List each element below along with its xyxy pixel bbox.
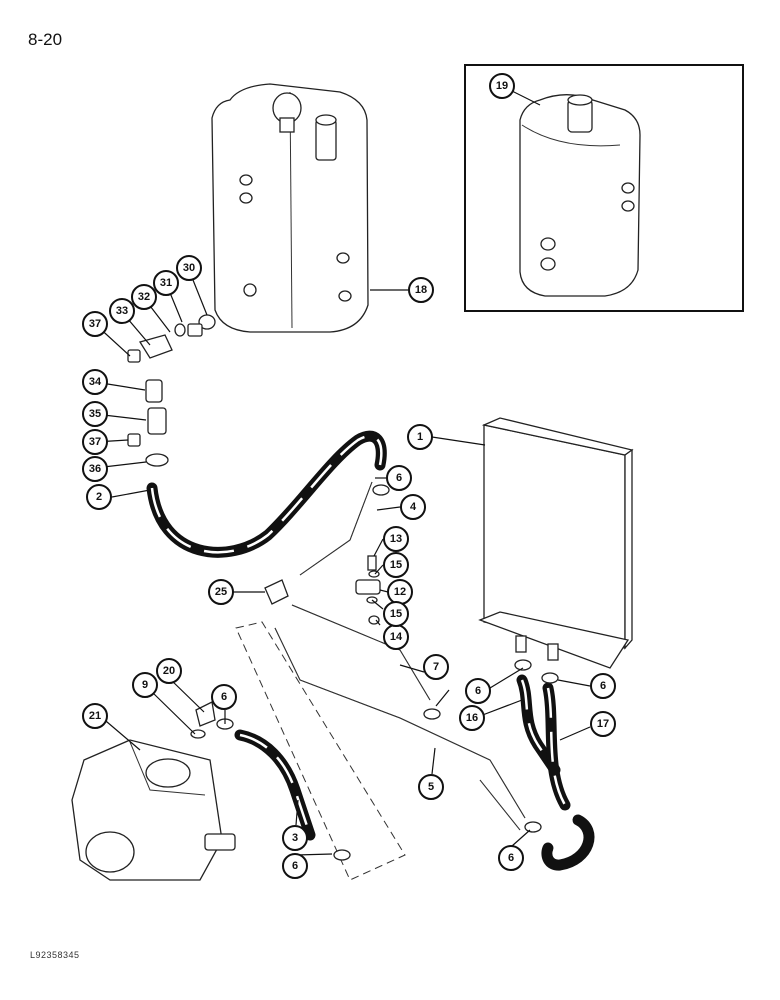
callout-6-d-label: 6 bbox=[600, 680, 606, 692]
reservoir-inset bbox=[464, 64, 744, 312]
callout-9: 9 bbox=[132, 672, 158, 698]
callout-13: 13 bbox=[383, 526, 409, 552]
callout-4-label: 4 bbox=[410, 501, 417, 513]
callout-15-b: 15 bbox=[383, 601, 409, 627]
callout-37-a: 37 bbox=[82, 311, 108, 337]
callout-35: 35 bbox=[82, 401, 108, 427]
callout-6-e: 6 bbox=[282, 853, 308, 879]
callout-12: 12 bbox=[387, 579, 413, 605]
callout-18-label: 18 bbox=[415, 284, 427, 296]
hydrostatic-pump bbox=[71, 739, 236, 881]
callout-6-d: 6 bbox=[590, 673, 616, 699]
callout-6-c-label: 6 bbox=[475, 685, 481, 697]
callout-25: 25 bbox=[208, 579, 234, 605]
callout-14: 14 bbox=[383, 624, 409, 650]
callout-6-b: 6 bbox=[211, 684, 237, 710]
callout-5-label: 5 bbox=[428, 781, 434, 793]
callout-16-label: 16 bbox=[466, 712, 478, 724]
callout-2-label: 2 bbox=[96, 491, 102, 503]
callout-15-b-label: 15 bbox=[390, 608, 402, 620]
tubes bbox=[274, 481, 526, 831]
callout-15-a-label: 15 bbox=[390, 559, 402, 571]
callout-31: 31 bbox=[153, 270, 179, 296]
callout-30: 30 bbox=[176, 255, 202, 281]
callout-19: 19 bbox=[489, 73, 515, 99]
callout-30-label: 30 bbox=[183, 262, 195, 274]
callout-7: 7 bbox=[423, 654, 449, 680]
callout-4: 4 bbox=[400, 494, 426, 520]
callout-1-label: 1 bbox=[417, 431, 423, 443]
callout-13-label: 13 bbox=[390, 533, 402, 545]
callout-16: 16 bbox=[459, 705, 485, 731]
hydraulic-reservoir bbox=[211, 83, 369, 333]
callout-21-label: 21 bbox=[89, 710, 101, 722]
small-parts bbox=[190, 484, 559, 861]
callout-35-label: 35 bbox=[89, 408, 101, 420]
callout-37-b-label: 37 bbox=[89, 436, 101, 448]
callout-17: 17 bbox=[590, 711, 616, 737]
callout-32-label: 32 bbox=[138, 291, 150, 303]
callout-6-f: 6 bbox=[498, 845, 524, 871]
figure-code: L92358345 bbox=[30, 950, 80, 960]
callout-19-label: 19 bbox=[496, 80, 508, 92]
callout-2: 2 bbox=[86, 484, 112, 510]
fitting-stack bbox=[127, 314, 216, 467]
callout-36: 36 bbox=[82, 456, 108, 482]
callout-32: 32 bbox=[131, 284, 157, 310]
callout-18: 18 bbox=[408, 277, 434, 303]
callout-12-label: 12 bbox=[394, 586, 406, 598]
oil-cooler bbox=[478, 417, 634, 669]
callout-34: 34 bbox=[82, 369, 108, 395]
callout-21: 21 bbox=[82, 703, 108, 729]
callout-14-label: 14 bbox=[390, 631, 403, 643]
dashed-bracket-outline bbox=[235, 621, 406, 881]
callout-17-label: 17 bbox=[597, 718, 609, 730]
callout-20-label: 20 bbox=[163, 665, 175, 677]
callout-33-label: 33 bbox=[116, 305, 128, 317]
callout-37-a-label: 37 bbox=[89, 318, 101, 330]
callout-36-label: 36 bbox=[89, 463, 101, 475]
callout-5: 5 bbox=[418, 774, 444, 800]
callout-1: 1 bbox=[407, 424, 433, 450]
callout-31-label: 31 bbox=[160, 277, 172, 289]
callout-33: 33 bbox=[109, 298, 135, 324]
callout-6-a: 6 bbox=[386, 465, 412, 491]
callout-6-c: 6 bbox=[465, 678, 491, 704]
callout-6-b-label: 6 bbox=[221, 691, 227, 703]
callout-15-a: 15 bbox=[383, 552, 409, 578]
callout-37-b: 37 bbox=[82, 429, 108, 455]
callout-9-label: 9 bbox=[142, 679, 148, 691]
callout-25-label: 25 bbox=[215, 586, 227, 598]
callout-34-label: 34 bbox=[89, 376, 102, 388]
callout-6-f-label: 6 bbox=[508, 852, 514, 864]
callout-3-label: 3 bbox=[292, 832, 298, 844]
callout-20: 20 bbox=[156, 658, 182, 684]
hoses bbox=[146, 430, 595, 871]
callout-7-label: 7 bbox=[433, 661, 439, 673]
callout-3: 3 bbox=[282, 825, 308, 851]
callout-6-e-label: 6 bbox=[292, 860, 298, 872]
page-number: 8-20 bbox=[28, 30, 63, 49]
callout-6-a-label: 6 bbox=[396, 472, 402, 484]
